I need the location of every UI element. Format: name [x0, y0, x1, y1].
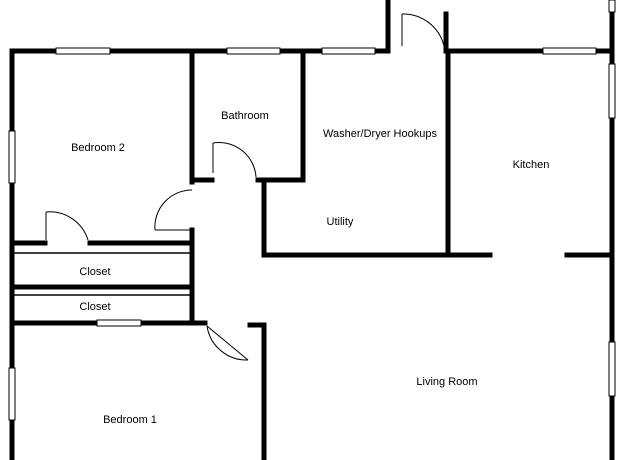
closet-lines [14, 252, 190, 296]
door-bathroom [212, 142, 257, 178]
window-closet [96, 319, 142, 327]
doors [45, 13, 445, 361]
label-living-room: Living Room [416, 376, 477, 388]
window-bath-top [226, 47, 281, 55]
walls [9, 0, 615, 460]
door-bedroom-1 [206, 325, 249, 361]
door-entry [401, 13, 445, 47]
window-bed1-left [8, 367, 16, 421]
door-bedroom-2 [154, 189, 193, 231]
label-kitchen: Kitchen [513, 159, 550, 171]
label-utility: Utility [327, 216, 354, 228]
window-washer-top [321, 47, 376, 55]
window-kitchen-right [608, 63, 616, 119]
door-closet [45, 211, 89, 241]
label-closet-lower: Closet [79, 301, 110, 313]
label-bathroom: Bathroom [221, 110, 269, 122]
window-kitchen-top [542, 47, 597, 55]
window-bed2-left [8, 130, 16, 184]
label-bedroom-1: Bedroom 1 [103, 414, 157, 426]
label-washer-dryer: Washer/Dryer Hookups [323, 128, 437, 140]
window-living-right [608, 341, 616, 397]
windows [8, 0, 616, 421]
label-bedroom-2: Bedroom 2 [71, 142, 125, 154]
window-top-right [608, 0, 616, 13]
room-labels: Bedroom 2 Bathroom Washer/Dryer Hookups … [71, 110, 549, 426]
label-closet-upper: Closet [79, 266, 110, 278]
window-bed2-top [55, 47, 111, 55]
